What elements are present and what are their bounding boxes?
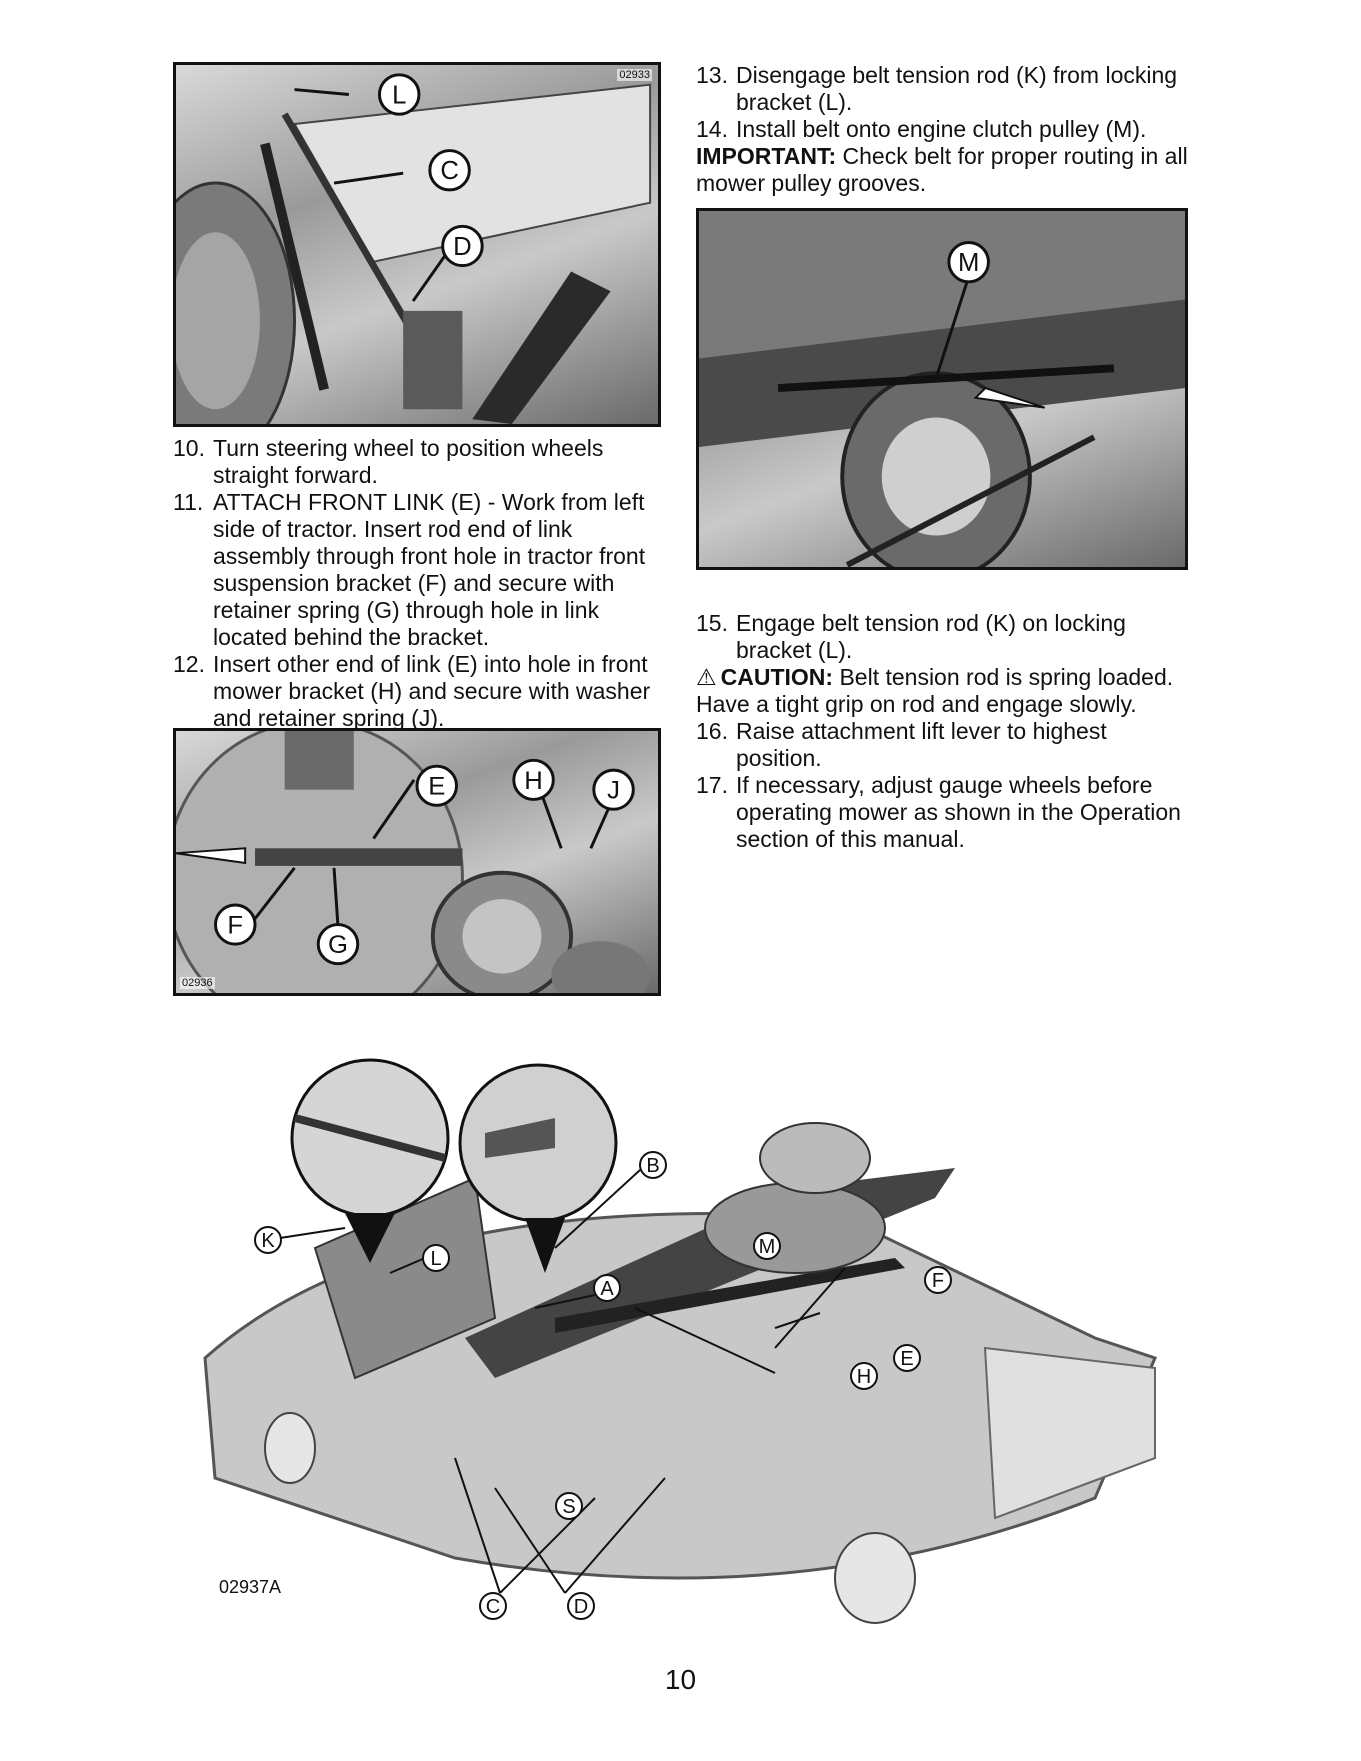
svg-text:K: K: [261, 1230, 275, 1252]
svg-text:F: F: [932, 1270, 944, 1292]
svg-text:D: D: [453, 233, 472, 261]
callout-J: [592, 768, 635, 811]
svg-text:G: G: [328, 931, 348, 959]
callout-M: [947, 240, 990, 284]
callout-M: [753, 1232, 781, 1260]
callout-G: [316, 923, 360, 966]
svg-text:A: A: [600, 1278, 614, 1300]
page-number: 10: [664, 1664, 697, 1695]
right-instructions-top: 13.Disengage belt tension rod (K) from l…: [696, 62, 1196, 197]
svg-text:J: J: [607, 777, 620, 805]
svg-text:E: E: [900, 1348, 913, 1370]
figure-mower-deck-overview: L K B M F A E H S C D: [195, 1058, 1175, 1648]
callout-D: [567, 1592, 595, 1620]
figure-belt-rod-closeup: L C D 02933: [173, 62, 661, 427]
svg-text:D: D: [574, 1596, 588, 1618]
figure-2-code: 02936: [180, 977, 215, 989]
callout-E: [893, 1344, 921, 1372]
important-note: IMPORTANT: Check belt for proper routing…: [696, 143, 1188, 196]
callout-B: [639, 1151, 667, 1179]
svg-text:F: F: [227, 912, 243, 940]
figure-front-link-attachment: E H J F G 02936: [173, 728, 661, 996]
svg-text:L: L: [392, 82, 406, 110]
callout-F: [924, 1266, 952, 1294]
svg-text:H: H: [524, 767, 543, 795]
svg-text:M: M: [759, 1236, 776, 1258]
figure-4-code: 02937A: [219, 1577, 282, 1597]
callout-A: [593, 1274, 621, 1302]
left-instructions: 10.Turn steering wheel to position wheel…: [173, 435, 663, 732]
callout-H: [850, 1362, 878, 1390]
callout-L: [422, 1244, 450, 1272]
figure-clutch-pulley: M: [696, 208, 1188, 570]
step-17: 17.If necessary, adjust gauge wheels bef…: [696, 772, 1181, 852]
step-15: 15.Engage belt tension rod (K) on lockin…: [696, 610, 1126, 663]
callout-F: [214, 903, 257, 946]
svg-text:S: S: [562, 1496, 575, 1518]
step-10: 10.Turn steering wheel to position wheel…: [173, 435, 604, 488]
figure-2-drawing: E H J F G: [176, 731, 651, 993]
svg-text:E: E: [428, 773, 445, 801]
step-11: 11.ATTACH FRONT LINK (E) - Work from lef…: [173, 489, 646, 650]
step-13: 13.Disengage belt tension rod (K) from l…: [696, 62, 1178, 115]
svg-text:C: C: [486, 1596, 500, 1618]
warning-icon: ⚠: [696, 664, 717, 690]
svg-text:L: L: [430, 1248, 441, 1270]
svg-text:M: M: [958, 249, 979, 277]
svg-text:C: C: [440, 157, 459, 185]
step-14: 14.Install belt onto engine clutch pulle…: [696, 116, 1147, 142]
callout-S: [555, 1492, 583, 1520]
svg-text:B: B: [646, 1155, 659, 1177]
svg-text:H: H: [857, 1366, 871, 1388]
figure-1-code: 02933: [617, 69, 652, 81]
callout-L: [377, 73, 421, 116]
callout-C: [479, 1592, 507, 1620]
step-16: 16.Raise attachment lift lever to highes…: [696, 718, 1107, 771]
step-12: 12.Insert other end of link (E) into hol…: [173, 651, 651, 731]
callout-C: [428, 149, 471, 192]
callout-K: [254, 1226, 282, 1254]
caution-note: ⚠CAUTION: Belt tension rod is spring loa…: [696, 664, 1174, 717]
right-instructions-bottom: 15.Engage belt tension rod (K) on lockin…: [696, 610, 1196, 853]
callout-H: [512, 758, 555, 801]
callout-D: [441, 224, 484, 268]
figure-3-drawing: M: [699, 211, 1185, 567]
figure-1-drawing: L C D: [176, 73, 652, 424]
callout-E: [415, 764, 458, 807]
figure-4-drawing: L K B M F A E H S C D: [203, 1058, 1158, 1624]
